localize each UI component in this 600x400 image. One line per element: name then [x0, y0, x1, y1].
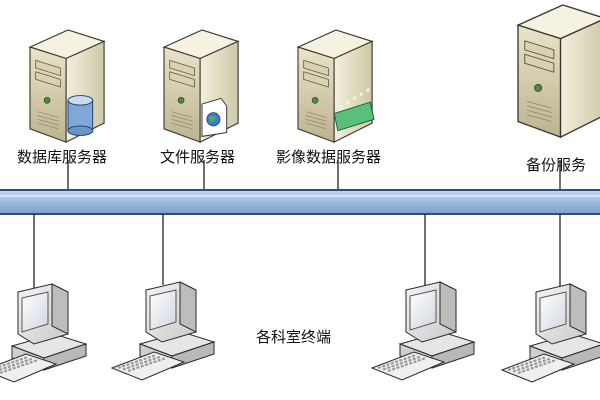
- keyboard-icon: [0, 353, 58, 383]
- terminal-pc-4: [500, 283, 600, 383]
- database-server-label: 数据库服务器: [17, 148, 108, 166]
- terminals-group: [0, 281, 600, 383]
- file-server-icon: [162, 29, 240, 144]
- terminal-pc-3: [370, 281, 476, 381]
- film-strip-icon: [333, 88, 375, 132]
- servers-group: [28, 4, 600, 144]
- network-bus: [0, 189, 600, 215]
- backup-server-label: 备份服务: [526, 156, 587, 174]
- database-server-icon: [28, 29, 106, 144]
- keyboard-icon: [110, 351, 186, 381]
- file-server-label: 文件服务器: [160, 148, 236, 166]
- terminal-pc-2: [110, 281, 216, 381]
- terminal-links: [33, 214, 561, 290]
- keyboard-icon: [370, 351, 446, 381]
- terminals-label: 各科室终端: [256, 328, 332, 346]
- globe-document-icon: [201, 97, 228, 137]
- server-links: [67, 160, 561, 190]
- backup-server-icon: [516, 4, 600, 139]
- image-data-server-icon: [296, 29, 375, 144]
- database-cylinder-icon: [67, 95, 94, 136]
- image-data-server-label: 影像数据服务器: [276, 148, 382, 166]
- terminal-pc-1: [0, 283, 88, 383]
- keyboard-icon: [500, 353, 576, 383]
